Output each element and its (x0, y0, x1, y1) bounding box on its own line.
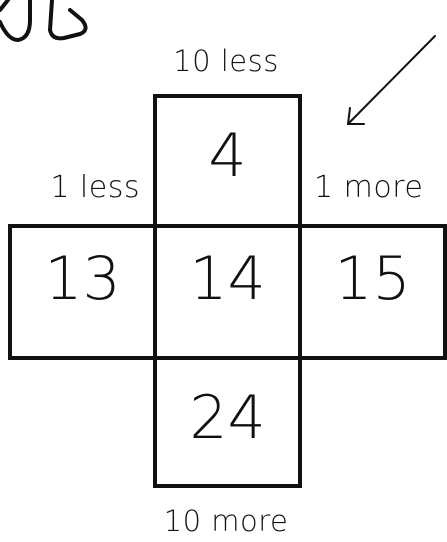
cell-down-value: 24 (155, 388, 300, 448)
cropped-drawing-middle-shape (50, 0, 86, 38)
label-one-more: 1 more (314, 170, 447, 205)
cell-center-value: 14 (155, 249, 300, 309)
cell-up-value: 4 (155, 126, 300, 186)
cell-left-value: 13 (10, 249, 155, 309)
label-ten-more: 10 more (140, 504, 312, 538)
label-one-less: 1 less (0, 170, 140, 205)
pointer-arrow (348, 36, 435, 124)
cell-right-value: 15 (300, 249, 445, 309)
label-ten-less: 10 less (152, 44, 300, 78)
cropped-drawing-edge (0, 0, 8, 10)
